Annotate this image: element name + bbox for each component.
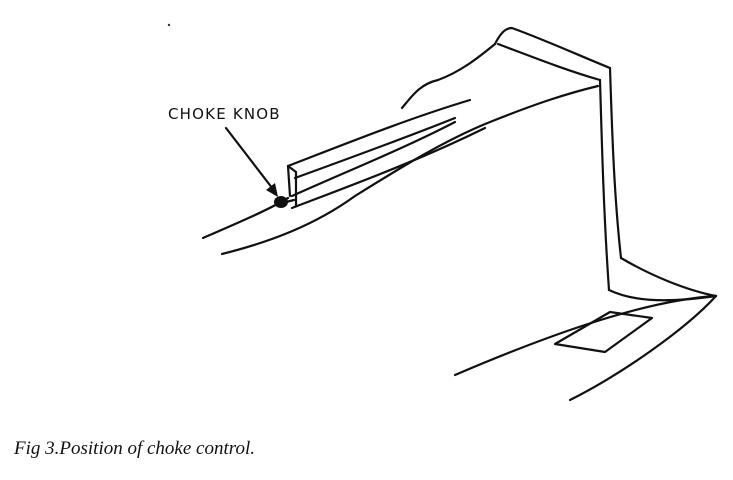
choke-housing-top — [288, 166, 290, 196]
callout-arrow-head — [266, 183, 278, 197]
dashboard-console-top — [621, 258, 716, 296]
dashboard-console-front-upper — [455, 296, 716, 375]
dashboard-console-front-lower — [570, 296, 716, 400]
callout-arrow-line — [226, 128, 276, 193]
callout-label: CHOKE KNOB — [168, 105, 281, 123]
dashboard-right-post-outer — [610, 68, 621, 258]
stray-dot — [168, 24, 170, 26]
figure-caption: Fig 3.Position of choke control. — [14, 438, 255, 460]
choke-housing-mid-rail — [295, 118, 455, 178]
dashboard-cowl-top — [402, 44, 495, 108]
dashboard-cowl-front — [495, 28, 610, 68]
dashboard-right-post-inner — [600, 80, 609, 290]
dashboard-recess — [555, 312, 652, 352]
dashboard-cowl-inner — [498, 44, 600, 80]
choke-housing-upper-rail — [288, 100, 470, 166]
